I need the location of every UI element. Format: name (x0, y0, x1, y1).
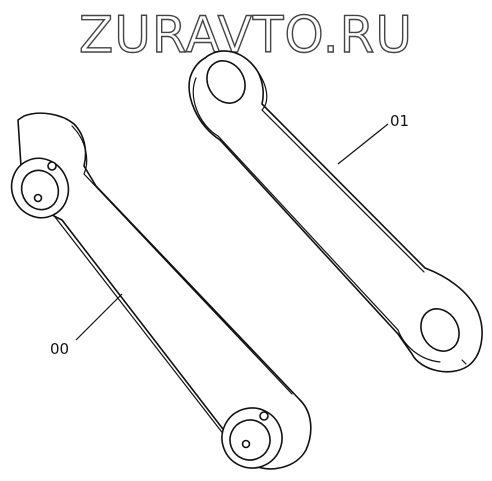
callout-label-00: 00 (50, 340, 69, 358)
callout-00: 00 (50, 293, 123, 358)
link-part-01 (188, 50, 483, 373)
upper-bushing-icon (10, 157, 70, 219)
watermark-text: ZURAVTO.RU (79, 6, 413, 64)
link-part-00 (10, 112, 312, 470)
lower-bushing-icon (221, 407, 283, 469)
callout-label-01: 01 (390, 112, 409, 130)
upper-hole-icon (206, 60, 246, 104)
lower-hole-icon (420, 308, 460, 352)
leader-line-01 (337, 123, 389, 165)
callout-01: 01 (337, 112, 409, 165)
leader-line-00 (75, 293, 123, 341)
